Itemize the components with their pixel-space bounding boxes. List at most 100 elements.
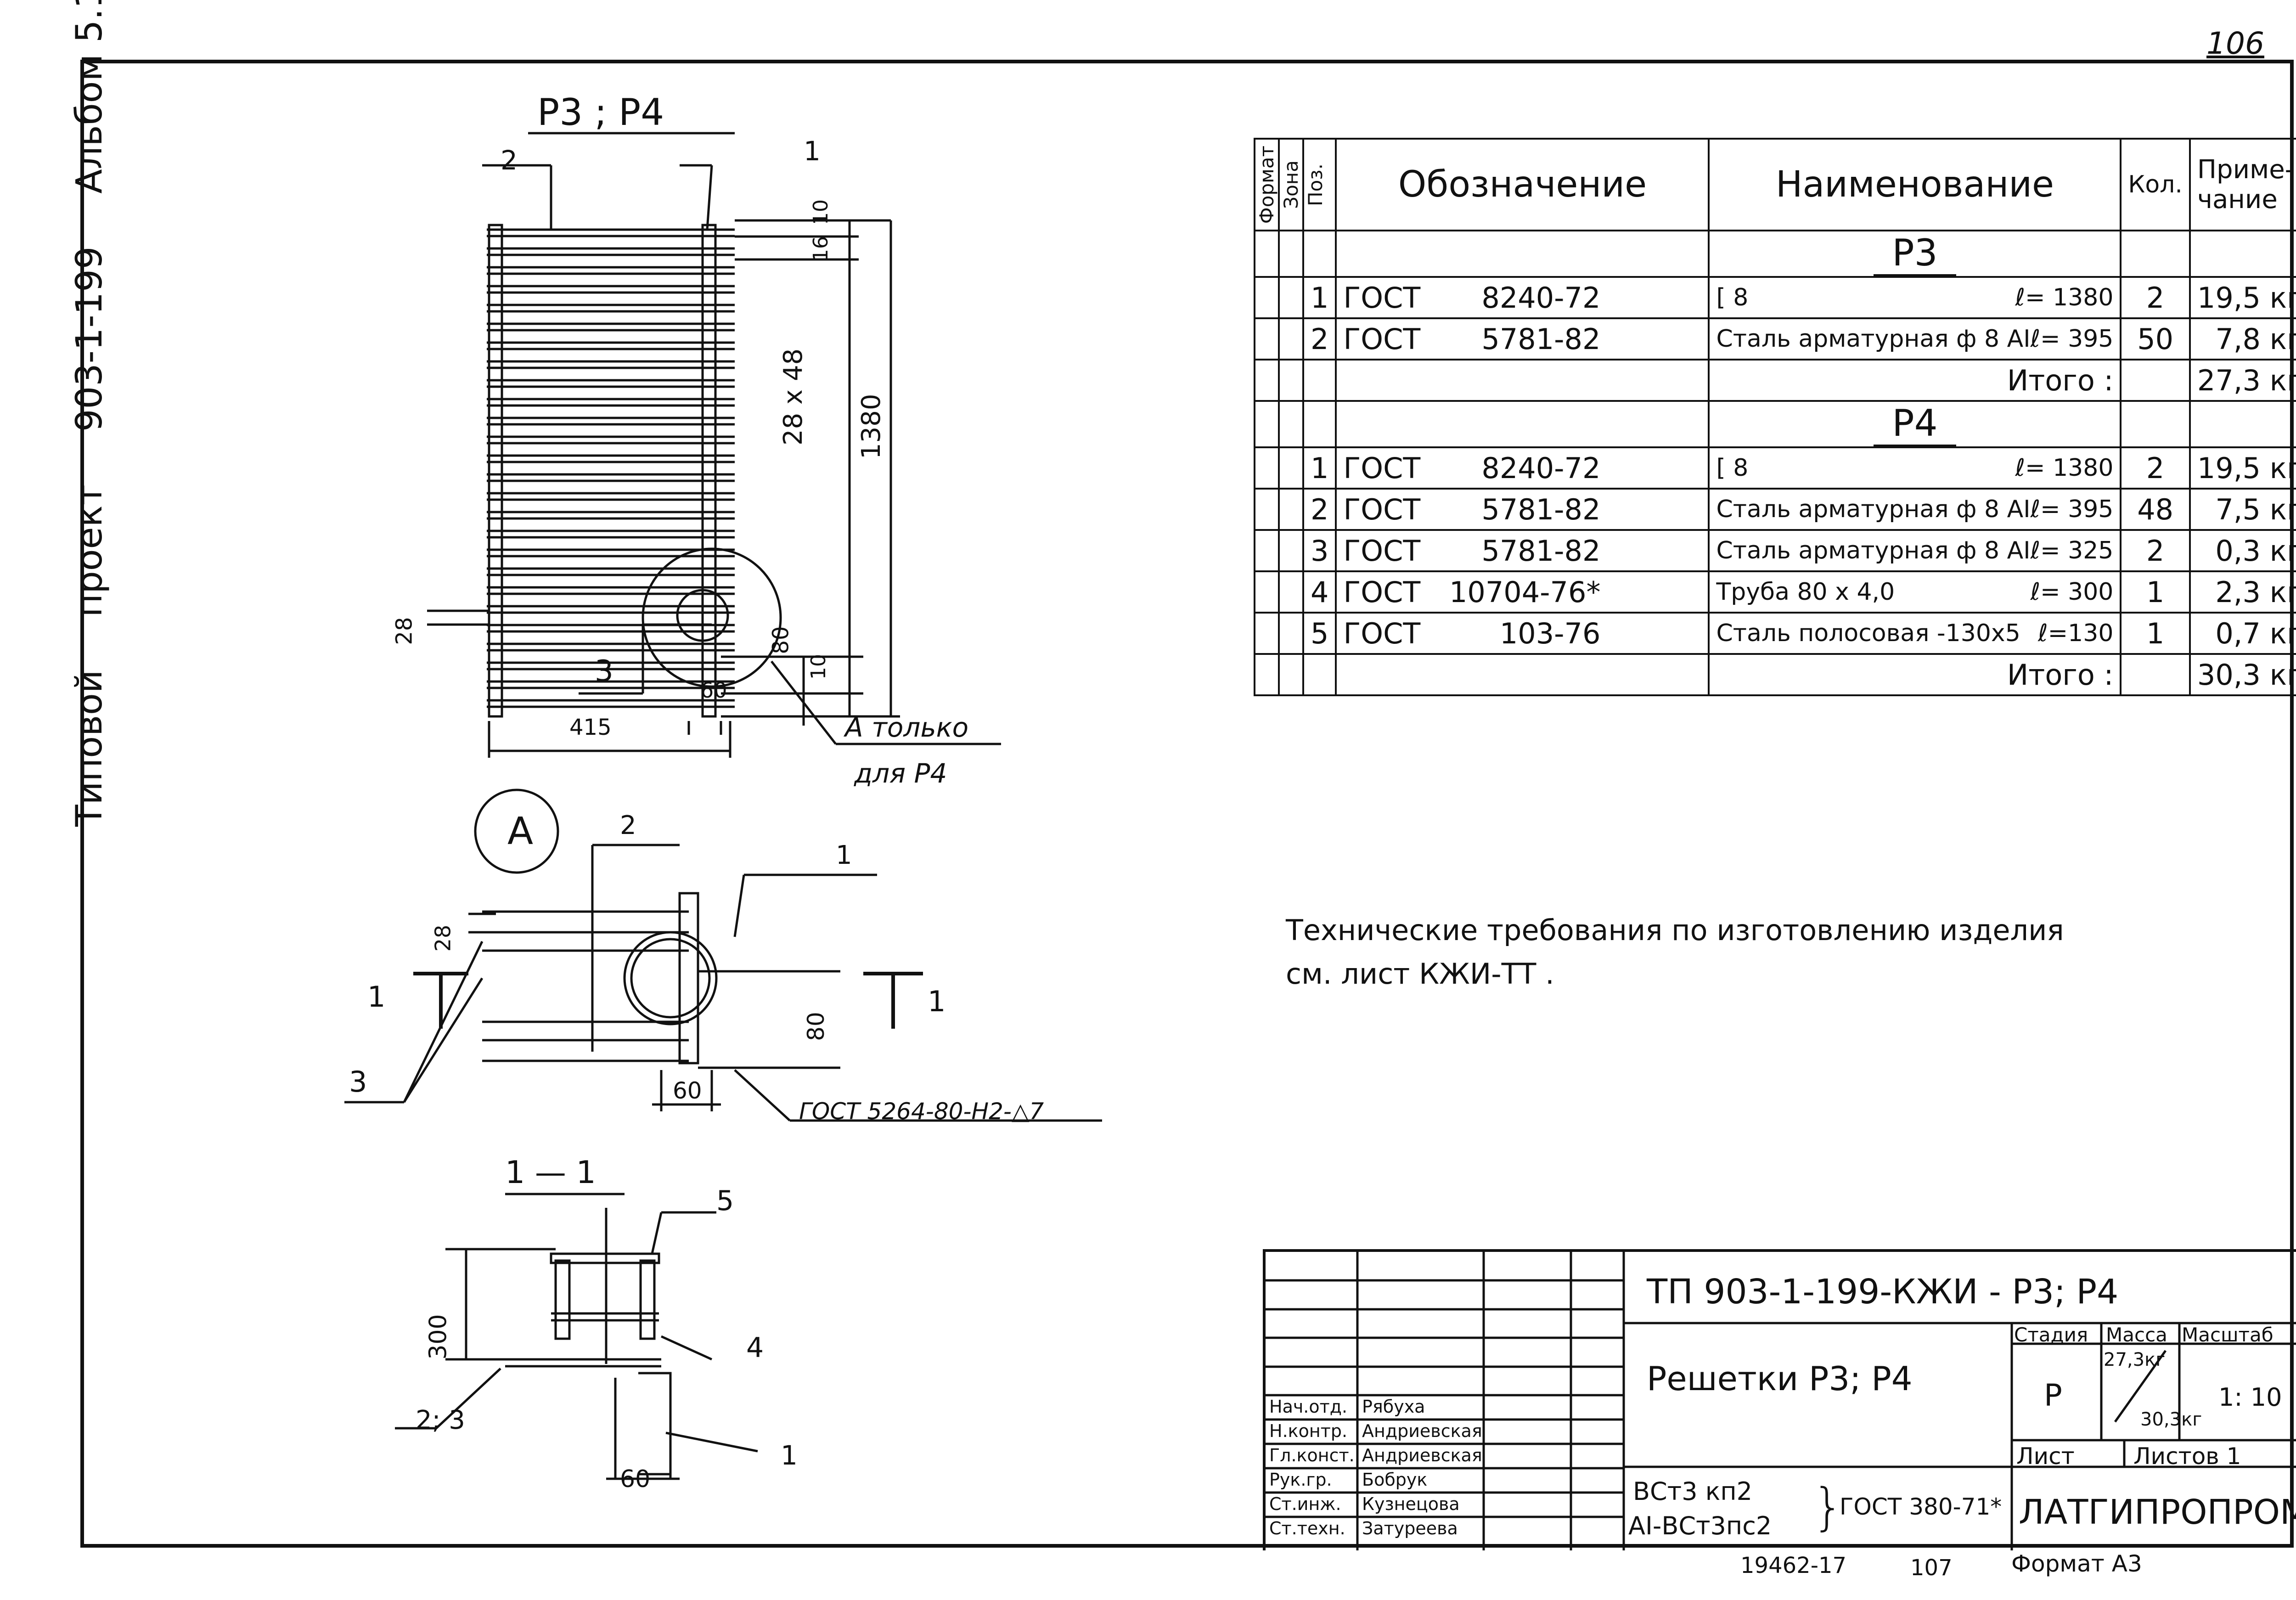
row-qty: 1 <box>2120 612 2191 655</box>
tb-sheet-header: Лист <box>2016 1443 2075 1470</box>
tech-req-line2: см. лист КЖИ-ТТ . <box>1286 957 1554 991</box>
row-std-number: 5781-82 <box>1481 534 1601 568</box>
row-name: [ 8 <box>1716 284 1749 311</box>
total-p3-label: Итого : <box>1708 359 2122 402</box>
tb-mass-1: 27,3кг <box>2104 1349 2166 1370</box>
callout-line2: для Р4 <box>854 758 947 789</box>
group-p4-label: Р4 <box>1874 402 1956 446</box>
tb-person: Андриевская <box>1362 1421 1482 1441</box>
main-title: Р3 ; Р4 <box>537 91 664 134</box>
tb-role: Гл.конст. <box>1269 1445 1355 1465</box>
weld-note: ГОСТ 5264-80-Н2-△7 <box>799 1098 1044 1125</box>
group-p4-row: Р4 <box>1254 400 2296 448</box>
row-pos: 5 <box>1302 612 1337 655</box>
row-std: ГОСТ <box>1343 575 1421 609</box>
tech-req-line1: Технические требования по изготовлению и… <box>1286 913 2064 947</box>
row-pos: 1 <box>1302 276 1337 319</box>
total-p3-value: 27,3 кг <box>2189 359 2296 402</box>
section-drawing <box>395 1193 758 1480</box>
row-std: ГОСТ <box>1343 451 1421 485</box>
section-dim-60: 60 <box>620 1465 651 1493</box>
row-pos: 4 <box>1302 570 1337 614</box>
tb-material-std: ГОСТ 380-71* <box>1840 1493 2002 1520</box>
tb-role: Рук.гр. <box>1269 1470 1332 1490</box>
tb-role: Ст.инж. <box>1269 1494 1341 1514</box>
main-view-drawing <box>427 132 1001 758</box>
dim-10-bottom: 10 <box>807 654 830 680</box>
tb-person: Затуреева <box>1362 1518 1458 1538</box>
total-p4-label: Итого : <box>1708 653 2122 696</box>
row-note: 0,3 кг <box>2189 529 2296 572</box>
hdr-qty: Кол. <box>2120 138 2191 231</box>
hdr-format: Формат <box>1255 145 1278 224</box>
tb-material-brace: } <box>1812 1477 1844 1536</box>
tb-stage: Р <box>2044 1378 2062 1413</box>
dim-28-left: 28 <box>391 617 417 645</box>
hdr-pos: Поз. <box>1304 163 1327 206</box>
row-note: 2,3 кг <box>2189 570 2296 614</box>
tb-person: Рябуха <box>1362 1397 1425 1417</box>
row-designation: ГОСТ 5781-82 <box>1335 317 1710 361</box>
row-designation: ГОСТ 8240-72 <box>1335 446 1710 490</box>
dim-16: 16 <box>809 236 833 262</box>
dim-415: 415 <box>569 715 612 740</box>
row-pos: 1 <box>1302 446 1337 490</box>
detail-a-label: А <box>507 810 534 853</box>
section-leader-23: 2; 3 <box>416 1405 465 1435</box>
row-length: ℓ= 1380 <box>2015 454 2114 482</box>
total-p4-value: 30,3 кг <box>2189 653 2296 696</box>
detail-a-dim-60: 60 <box>673 1077 702 1104</box>
row-std: ГОСТ <box>1343 322 1421 356</box>
row-qty: 1 <box>2120 570 2191 614</box>
section-dim-300: 300 <box>424 1314 452 1360</box>
row-note: 19,5 кг <box>2189 446 2296 490</box>
row-std-number: 5781-82 <box>1481 322 1601 356</box>
row-std-number: 103-76 <box>1499 616 1601 650</box>
row-pos: 3 <box>1302 529 1337 572</box>
row-qty: 48 <box>2120 488 2191 531</box>
detail-a-drawing <box>344 789 1102 1122</box>
tb-mass-header: Масса <box>2106 1324 2167 1346</box>
row-name: Сталь полосовая -130х5 <box>1716 620 2020 647</box>
dim-80: 80 <box>768 626 794 654</box>
row-std-number: 8240-72 <box>1481 451 1601 485</box>
row-std: ГОСТ <box>1343 281 1421 315</box>
title-block-grid <box>1266 1252 2296 1550</box>
row-note: 19,5 кг <box>2189 276 2296 319</box>
detail-a-dim-28: 28 <box>430 924 456 952</box>
hdr-designation: Обозначение <box>1335 138 1710 231</box>
dim-10-top: 10 <box>809 199 833 225</box>
tb-org: ЛАТГИПРОПРОМ <box>2019 1493 2296 1532</box>
spec-table: Формат Зона Поз. Обозначение Наименовани… <box>1254 138 2296 696</box>
tb-role: Нач.отд. <box>1269 1397 1348 1417</box>
tb-person: Андриевская <box>1362 1445 1482 1465</box>
main-leader-2: 2 <box>501 145 518 176</box>
tb-mass-2: 30,3кг <box>2140 1409 2202 1430</box>
row-std: ГОСТ <box>1343 534 1421 568</box>
row-note: 7,8 кг <box>2189 317 2296 361</box>
tb-person: Бобрук <box>1362 1470 1428 1490</box>
footer-inv: 19462-17 <box>1740 1553 1847 1578</box>
detail-a-leader-2: 2 <box>620 811 636 840</box>
tb-product-name: Решетки Р3; Р4 <box>1647 1359 1913 1398</box>
section-leader-1: 1 <box>781 1440 798 1471</box>
dim-60: 60 <box>700 678 727 703</box>
dim-1380: 1380 <box>856 394 886 459</box>
row-name: Сталь арматурная ф 8 АI <box>1716 537 2031 564</box>
section-title: 1 — 1 <box>505 1155 596 1191</box>
section-mark-right: 1 <box>928 985 946 1018</box>
title-block: ТП 903-1-199-КЖИ - Р3; Р4 Решетки Р3; Р4… <box>1263 1249 2296 1550</box>
main-leader-1: 1 <box>804 135 821 167</box>
